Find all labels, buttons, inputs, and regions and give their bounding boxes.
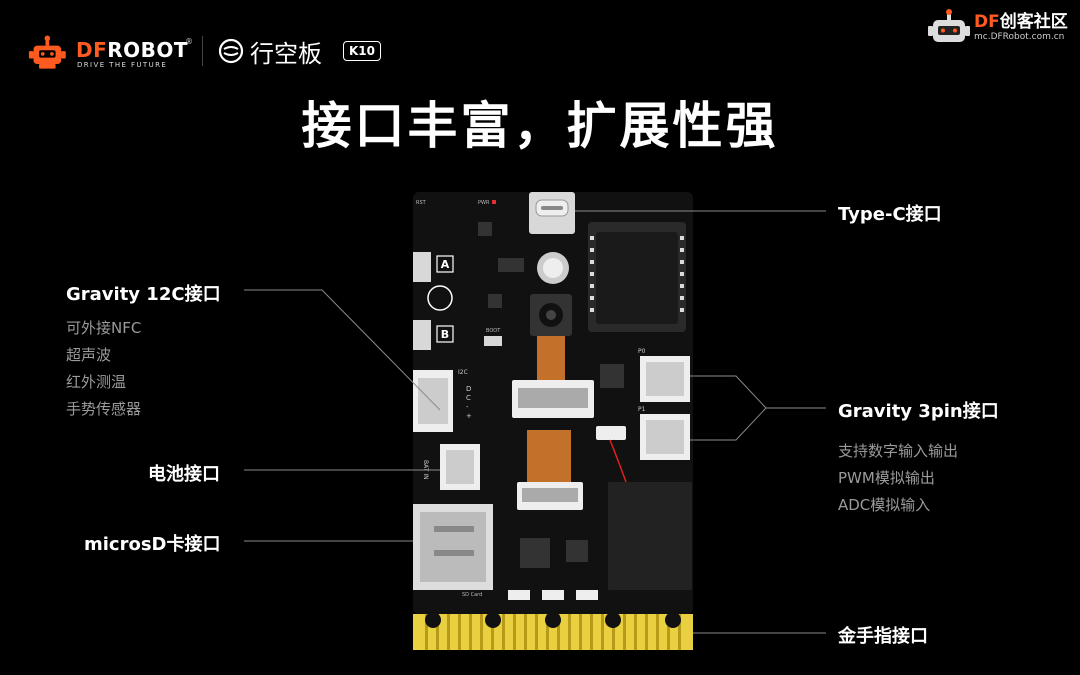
callout-i2c	[244, 289, 441, 411]
i2c-pin-plus: +	[466, 412, 472, 420]
gravity-3pin-use-item: PWM模拟输出	[838, 469, 935, 487]
label-microsd: microsD卡接口	[84, 534, 221, 555]
gravity-3pin-use-item: ADC模拟输入	[838, 496, 931, 514]
callout-3pin	[690, 375, 767, 441]
gravity-3pin-use-item: 支持数字输入输出	[838, 442, 959, 460]
community-url: mc.DFRobot.com.cn	[974, 32, 1065, 42]
registered-mark: ®	[185, 37, 193, 46]
product-name: 行空板	[250, 40, 322, 68]
community-title: DF创客社区	[974, 12, 1068, 32]
label-battery: 电池接口	[148, 464, 220, 485]
i2c-connector: I2C D C - +	[413, 369, 472, 432]
battery-connector: BAT IN	[422, 444, 480, 490]
dfrobot-robot-icon	[28, 35, 66, 69]
i2c-use-item: 超声波	[66, 346, 112, 364]
product-badge: K10	[343, 41, 381, 61]
i2c-use-item: 红外测温	[66, 373, 127, 391]
p1-silk: P1	[638, 406, 646, 413]
battery-pack	[608, 482, 692, 590]
gravity-3pin-uses-list: 支持数字输入输出 PWM模拟输出 ADC模拟输入	[838, 438, 958, 519]
esp-module	[588, 222, 686, 332]
rst-silk: RST	[416, 200, 427, 206]
pwr-silk: PWR	[478, 200, 490, 206]
label-type-c: Type-C接口	[838, 204, 942, 225]
silk-logo	[427, 285, 453, 311]
type-c-port	[529, 192, 575, 234]
i2c-pin-d: D	[466, 385, 471, 393]
i2c-pin-minus: -	[466, 403, 469, 411]
gravity-3pin-p1: P1	[638, 406, 690, 460]
sd-silk: SD Card	[462, 592, 482, 598]
camera-module	[512, 294, 594, 510]
microsd-slot: SD Card	[413, 504, 493, 598]
label-gold-finger: 金手指接口	[838, 626, 928, 647]
dfrobot-wordmark: DFROBOT	[76, 38, 189, 62]
button-a-label: A	[441, 258, 450, 271]
i2c-pin-c: C	[466, 394, 471, 402]
i2c-use-item: 可外接NFC	[66, 319, 142, 337]
label-i2c: Gravity 12C接口	[66, 284, 221, 305]
header-divider	[202, 36, 203, 66]
i2c-use-item: 手势传感器	[66, 400, 142, 418]
button-b-label: B	[441, 328, 449, 341]
label-gravity-3pin: Gravity 3pin接口	[838, 401, 999, 422]
button-a: A	[413, 252, 454, 282]
unihiker-logo-icon	[218, 38, 244, 64]
dfrobot-tagline: DRIVE THE FUTURE	[77, 61, 168, 69]
community-robot-icon	[928, 9, 970, 42]
boot-silk: BOOT	[486, 328, 501, 334]
gravity-3pin-p0: P0	[638, 348, 690, 402]
i2c-uses-list: 可外接NFC 超声波 红外测温 手势传感器	[66, 315, 141, 423]
i2c-silk: I2C	[458, 369, 468, 376]
p0-silk: P0	[638, 348, 646, 355]
button-b: B	[413, 320, 454, 350]
page-title: 接口丰富，扩展性强	[301, 97, 779, 155]
gold-finger-connector	[413, 612, 693, 650]
